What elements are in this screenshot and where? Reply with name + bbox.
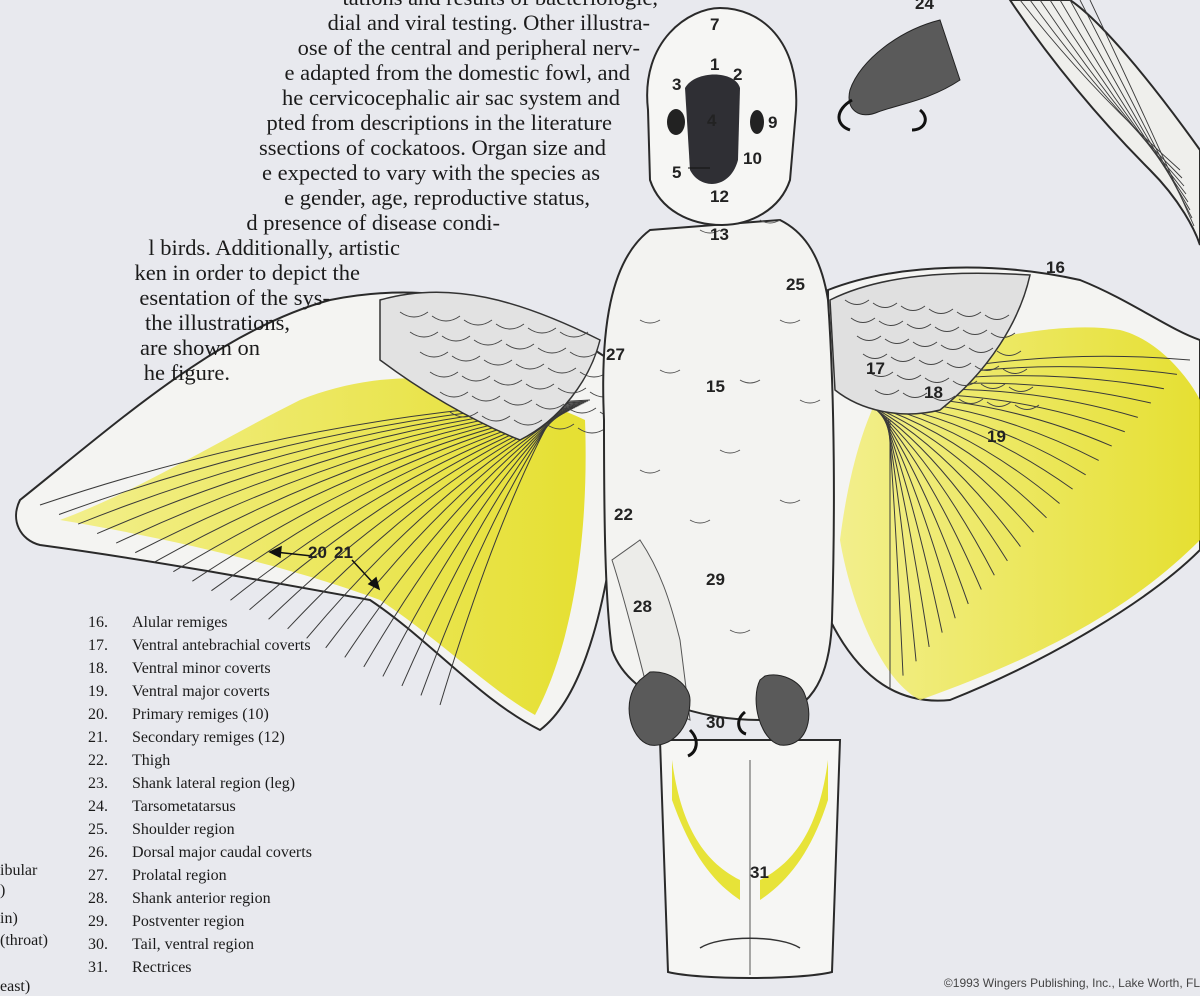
callout-10: 10 bbox=[743, 149, 762, 168]
left-wing bbox=[16, 292, 638, 730]
callout-31: 31 bbox=[750, 863, 769, 882]
right-wing bbox=[828, 268, 1200, 701]
callout-24: 24 bbox=[915, 0, 934, 13]
legend-fragment: east) bbox=[0, 978, 30, 996]
legend-item-number: 17. bbox=[88, 637, 108, 655]
paragraph-line: e gender, age, reproductive status, bbox=[284, 186, 590, 210]
callout-30: 30 bbox=[706, 713, 725, 732]
callout-5: 5 bbox=[672, 163, 681, 182]
callout-3: 3 bbox=[672, 75, 681, 94]
callout-21: 21 bbox=[334, 543, 353, 562]
legend-fragment: (throat) bbox=[0, 932, 48, 950]
legend-item-number: 20. bbox=[88, 706, 108, 724]
callout-9: 9 bbox=[768, 113, 777, 132]
legend-item-label: Shank lateral region (leg) bbox=[132, 775, 295, 793]
tail bbox=[660, 740, 840, 978]
paragraph-line: he figure. bbox=[144, 361, 230, 385]
legend-item-label: Ventral antebrachial coverts bbox=[132, 637, 311, 655]
legend-item-label: Prolatal region bbox=[132, 867, 227, 885]
callout-22: 22 bbox=[614, 505, 633, 524]
legend-item-number: 19. bbox=[88, 683, 108, 701]
legend-item-number: 16. bbox=[88, 614, 108, 632]
callout-17: 17 bbox=[866, 359, 885, 378]
callout-7: 7 bbox=[710, 15, 719, 34]
callout-25: 25 bbox=[786, 275, 805, 294]
paragraph-line: pted from descriptions in the literature bbox=[266, 111, 612, 135]
paragraph-line: esentation of the sys- bbox=[139, 286, 330, 310]
paragraph-line: ken in order to depict the bbox=[134, 261, 360, 285]
callout-28: 28 bbox=[633, 597, 652, 616]
legend-item-number: 27. bbox=[88, 867, 108, 885]
legend-item-number: 31. bbox=[88, 959, 108, 977]
callout-4: 4 bbox=[707, 111, 717, 130]
callout-27: 27 bbox=[606, 345, 625, 364]
callout-19: 19 bbox=[987, 427, 1006, 446]
callout-15: 15 bbox=[706, 377, 725, 396]
paragraph-line: ose of the central and peripheral nerv- bbox=[298, 36, 640, 60]
legend-item-label: Tail, ventral region bbox=[132, 936, 254, 954]
paragraph-line: he cervicocephalic air sac system and bbox=[282, 86, 620, 110]
legend-item-number: 29. bbox=[88, 913, 108, 931]
legend-item-number: 23. bbox=[88, 775, 108, 793]
legend-item-label: Postventer region bbox=[132, 913, 244, 931]
legend-fragment: ibular bbox=[0, 862, 37, 880]
callout-13: 13 bbox=[710, 225, 729, 244]
legend-item-label: Dorsal major caudal coverts bbox=[132, 844, 312, 862]
legend-item-number: 25. bbox=[88, 821, 108, 839]
legend-item-label: Rectrices bbox=[132, 959, 192, 977]
paragraph-line: the illustrations, bbox=[145, 311, 290, 335]
legend-item-label: Alular remiges bbox=[132, 614, 228, 632]
paragraph-line: ssections of cockatoos. Organ size and bbox=[259, 136, 606, 160]
paragraph-line: dial and viral testing. Other illustra- bbox=[328, 11, 650, 35]
legend-item-label: Thigh bbox=[132, 752, 170, 770]
paragraph-line: e adapted from the domestic fowl, and bbox=[284, 61, 630, 85]
callout-1: 1 bbox=[710, 55, 719, 74]
paragraph-line: l birds. Additionally, artistic bbox=[148, 236, 400, 260]
legend-item-number: 21. bbox=[88, 729, 108, 747]
paragraph-line: e expected to vary with the species as bbox=[262, 161, 600, 185]
legend-item-number: 30. bbox=[88, 936, 108, 954]
copyright-notice: ©1993 Wingers Publishing, Inc., Lake Wor… bbox=[944, 976, 1200, 990]
paragraph-line: are shown on bbox=[140, 336, 260, 360]
legend-item-number: 28. bbox=[88, 890, 108, 908]
legend-item-number: 26. bbox=[88, 844, 108, 862]
legend-item-label: Secondary remiges (12) bbox=[132, 729, 285, 747]
upper-right-partial-wing bbox=[1010, 0, 1200, 245]
legend-item-number: 18. bbox=[88, 660, 108, 678]
callout-2: 2 bbox=[733, 65, 742, 84]
callout-12: 12 bbox=[710, 187, 729, 206]
legend-item-number: 24. bbox=[88, 798, 108, 816]
callout-16: 16 bbox=[1046, 258, 1065, 277]
legend-item-number: 22. bbox=[88, 752, 108, 770]
legend-item-label: Primary remiges (10) bbox=[132, 706, 269, 724]
legend-fragment: in) bbox=[0, 910, 18, 928]
legend-item-label: Shoulder region bbox=[132, 821, 235, 839]
callout-18: 18 bbox=[924, 383, 943, 402]
paragraph-line: tations and results of bacteriologic, bbox=[342, 0, 658, 10]
legend-fragment: ) bbox=[0, 882, 5, 900]
legend-item-label: Shank anterior region bbox=[132, 890, 271, 908]
callout-29: 29 bbox=[706, 570, 725, 589]
legend-item-label: Ventral minor coverts bbox=[132, 660, 271, 678]
callout-20: 20 bbox=[308, 543, 327, 562]
legend-item-label: Ventral major coverts bbox=[132, 683, 270, 701]
paragraph-line: d presence of disease condi- bbox=[246, 211, 500, 235]
bird-body bbox=[603, 220, 834, 720]
legend-item-label: Tarsometatarsus bbox=[132, 798, 236, 816]
